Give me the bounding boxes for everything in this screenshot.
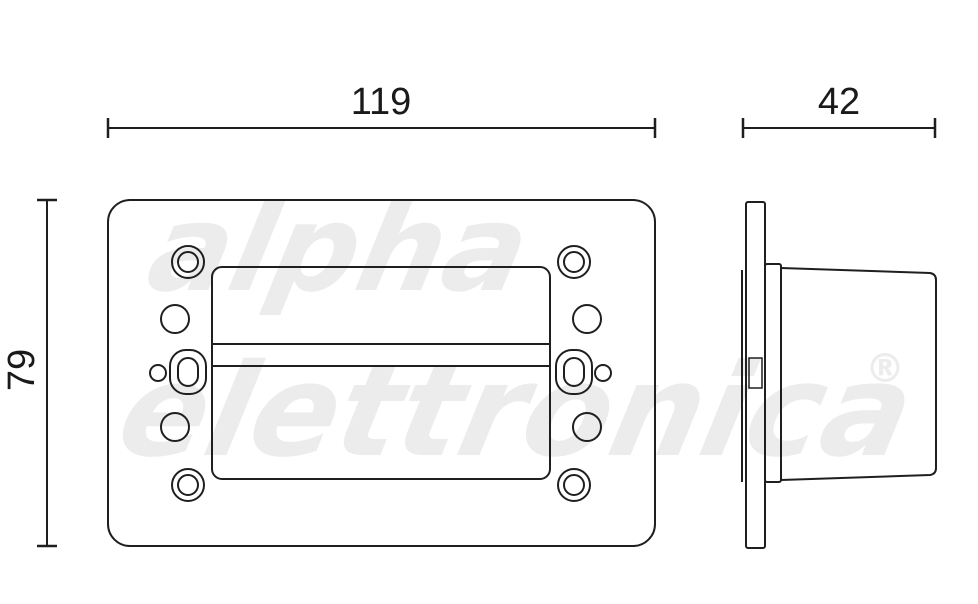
mount-hole-upper-left xyxy=(160,304,190,334)
mount-hole-lower-right xyxy=(572,412,602,442)
pin-hole-left xyxy=(149,364,167,382)
side-view xyxy=(741,201,937,549)
height-dimension-label: 79 xyxy=(1,349,43,391)
side-clip xyxy=(748,357,763,389)
watermark-line1: alpha xyxy=(137,178,541,318)
depth-dimension: 42 xyxy=(741,81,937,138)
front-window-outline xyxy=(211,266,551,480)
height-dimension: 79 xyxy=(1,198,57,548)
watermark-line2: elettronica xyxy=(107,336,927,485)
slot-left xyxy=(169,349,207,395)
mount-hole-lower-left xyxy=(160,412,190,442)
side-flange xyxy=(764,263,782,483)
width-dimension: 119 xyxy=(106,81,657,138)
depth-dimension-label: 42 xyxy=(818,81,860,123)
screw-hole-bottom-right xyxy=(557,468,591,502)
screw-hole-top-right xyxy=(557,245,591,279)
watermark-registered-mark: ® xyxy=(865,346,905,392)
pin-hole-right xyxy=(594,364,612,382)
mount-hole-upper-right xyxy=(572,304,602,334)
front-plate-outline xyxy=(107,199,656,547)
watermark-logo: alpha elettronica ® xyxy=(107,178,927,485)
screw-hole-top-left xyxy=(171,245,205,279)
side-body xyxy=(780,267,937,481)
slot-right xyxy=(555,349,593,395)
width-dimension-label: 119 xyxy=(351,81,412,123)
screw-hole-bottom-left xyxy=(171,468,205,502)
front-view xyxy=(107,199,656,547)
